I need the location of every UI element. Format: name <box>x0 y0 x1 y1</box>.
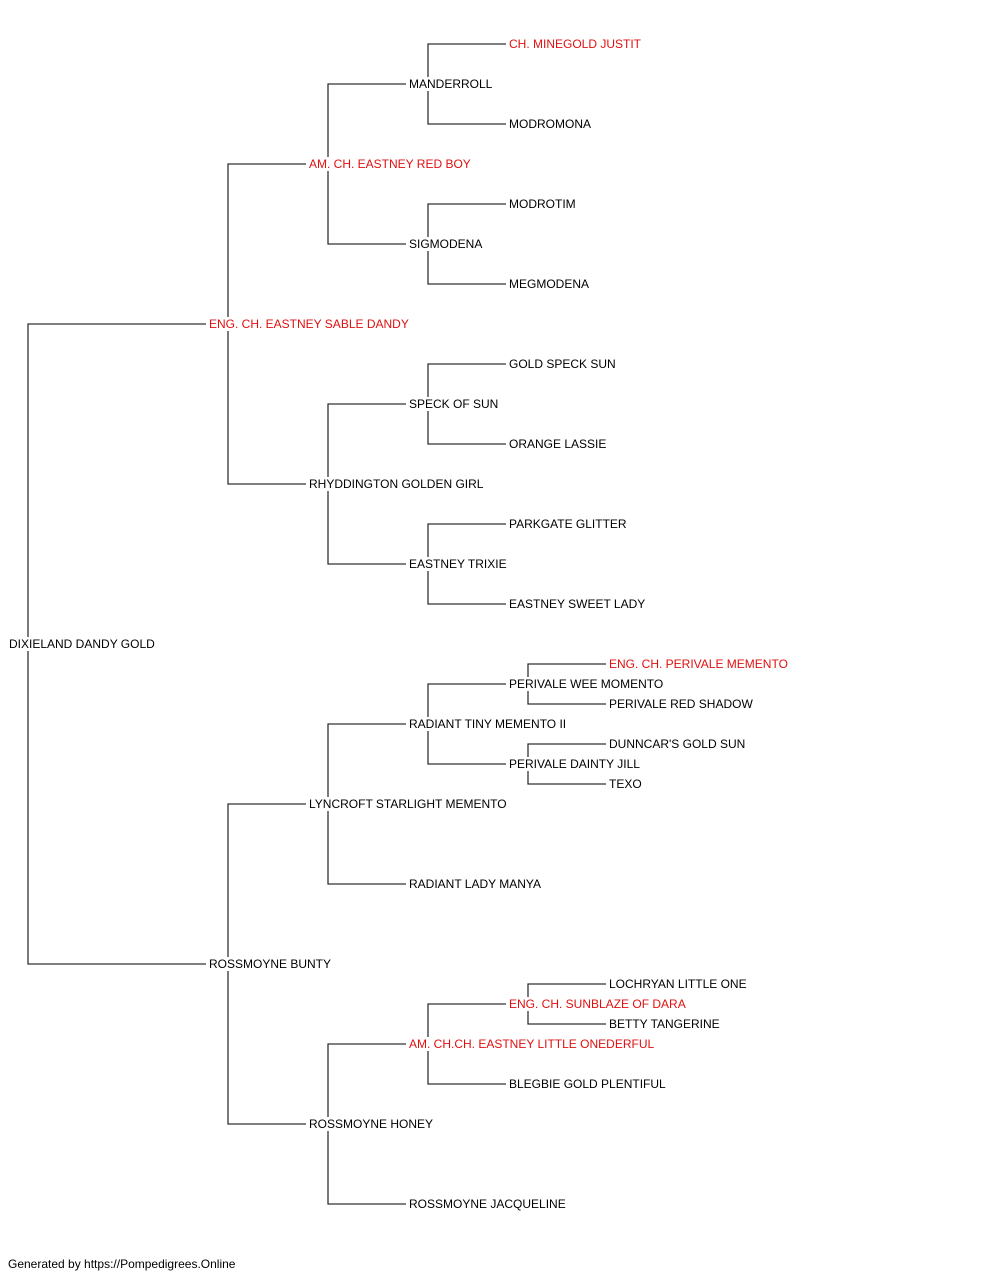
connector-line-modrotim <box>427 203 506 244</box>
connector-line-parkgate-glitter <box>427 523 506 564</box>
connector-line-am-chch-eastney-little-onederful <box>327 1043 406 1124</box>
dog-name-perivale-red-shadow: PERIVALE RED SHADOW <box>608 697 754 711</box>
connector-line-rossmoyne-jacqueline <box>327 1124 406 1205</box>
dog-name-manderroll: MANDERROLL <box>408 77 494 91</box>
dog-name-radiant-lady-manya: RADIANT LADY MANYA <box>408 877 543 891</box>
dog-name-modromona: MODROMONA <box>508 117 592 131</box>
connector-line-eng-ch-eastney-sable-dandy <box>27 323 206 644</box>
dog-name-eng-ch-perivale-memento: ENG. CH. PERIVALE MEMENTO <box>608 657 789 671</box>
dog-name-speck-of-sun: SPECK OF SUN <box>408 397 500 411</box>
dog-name-ch-minegold-justit: CH. MINEGOLD JUSTIT <box>508 37 643 51</box>
dog-name-rossmoyne-bunty: ROSSMOYNE BUNTY <box>208 957 333 971</box>
connector-line-modromona <box>427 84 506 125</box>
connector-line-radiant-tiny-memento-ii <box>327 723 406 804</box>
dog-name-lyncroft-starlight-memento: LYNCROFT STARLIGHT MEMENTO <box>308 797 508 811</box>
dog-name-am-chch-eastney-little-onederful: AM. CH.CH. EASTNEY LITTLE ONEDERFUL <box>408 1037 656 1051</box>
dog-name-eastney-trixie: EASTNEY TRIXIE <box>408 557 508 571</box>
connector-line-lyncroft-starlight-memento <box>227 803 306 964</box>
connector-line-radiant-lady-manya <box>327 804 406 885</box>
dog-name-am-ch-eastney-red-boy: AM. CH. EASTNEY RED BOY <box>308 157 472 171</box>
dog-name-dunncars-gold-sun: DUNNCAR'S GOLD SUN <box>608 737 747 751</box>
connector-line-rhyddington-golden-girl <box>227 324 306 485</box>
dog-name-eng-ch-eastney-sable-dandy: ENG. CH. EASTNEY SABLE DANDY <box>208 317 410 331</box>
dog-name-eastney-sweet-lady: EASTNEY SWEET LADY <box>508 597 647 611</box>
dog-name-rossmoyne-jacqueline: ROSSMOYNE JACQUELINE <box>408 1197 567 1211</box>
connector-line-ch-minegold-justit <box>427 43 506 84</box>
dog-name-radiant-tiny-memento-ii: RADIANT TINY MEMENTO II <box>408 717 568 731</box>
dog-name-blegbie-gold-plentiful: BLEGBIE GOLD PLENTIFUL <box>508 1077 667 1091</box>
connector-line-speck-of-sun <box>327 403 406 484</box>
connector-line-perivale-dainty-jill <box>427 724 506 765</box>
connector-line-am-ch-eastney-red-boy <box>227 163 306 324</box>
generated-by-footer: Generated by https://Pompedigrees.Online <box>8 1257 236 1271</box>
connector-line-rossmoyne-bunty <box>27 644 206 965</box>
dog-name-texo: TEXO <box>608 777 643 791</box>
connector-line-gold-speck-sun <box>427 363 506 404</box>
dog-name-lochryan-little-one: LOCHRYAN LITTLE ONE <box>608 977 748 991</box>
connector-line-manderroll <box>327 83 406 164</box>
connector-line-blegbie-gold-plentiful <box>427 1044 506 1085</box>
dog-name-modrotim: MODROTIM <box>508 197 577 211</box>
dog-name-eng-ch-sunblaze-of-dara: ENG. CH. SUNBLAZE OF DARA <box>508 997 687 1011</box>
dog-name-perivale-dainty-jill: PERIVALE DAINTY JILL <box>508 757 641 771</box>
dog-name-rossmoyne-honey: ROSSMOYNE HONEY <box>308 1117 435 1131</box>
connector-line-eastney-sweet-lady <box>427 564 506 605</box>
dog-name-betty-tangerine: BETTY TANGERINE <box>608 1017 721 1031</box>
dog-name-perivale-wee-momento: PERIVALE WEE MOMENTO <box>508 677 665 691</box>
dog-name-sigmodena: SIGMODENA <box>408 237 484 251</box>
dog-name-gold-speck-sun: GOLD SPECK SUN <box>508 357 617 371</box>
dog-name-megmodena: MEGMODENA <box>508 277 591 291</box>
connector-line-orange-lassie <box>427 404 506 445</box>
connector-line-megmodena <box>427 244 506 285</box>
dog-name-parkgate-glitter: PARKGATE GLITTER <box>508 517 628 531</box>
dog-name-rhyddington-golden-girl: RHYDDINGTON GOLDEN GIRL <box>308 477 485 491</box>
connector-line-rossmoyne-honey <box>227 964 306 1125</box>
connector-line-sigmodena <box>327 164 406 245</box>
connector-line-eng-ch-sunblaze-of-dara <box>427 1003 506 1044</box>
dog-name-orange-lassie: ORANGE LASSIE <box>508 437 608 451</box>
dog-name-dixieland-dandy-gold: DIXIELAND DANDY GOLD <box>8 637 156 651</box>
connector-line-eastney-trixie <box>327 484 406 565</box>
connector-line-perivale-wee-momento <box>427 683 506 724</box>
